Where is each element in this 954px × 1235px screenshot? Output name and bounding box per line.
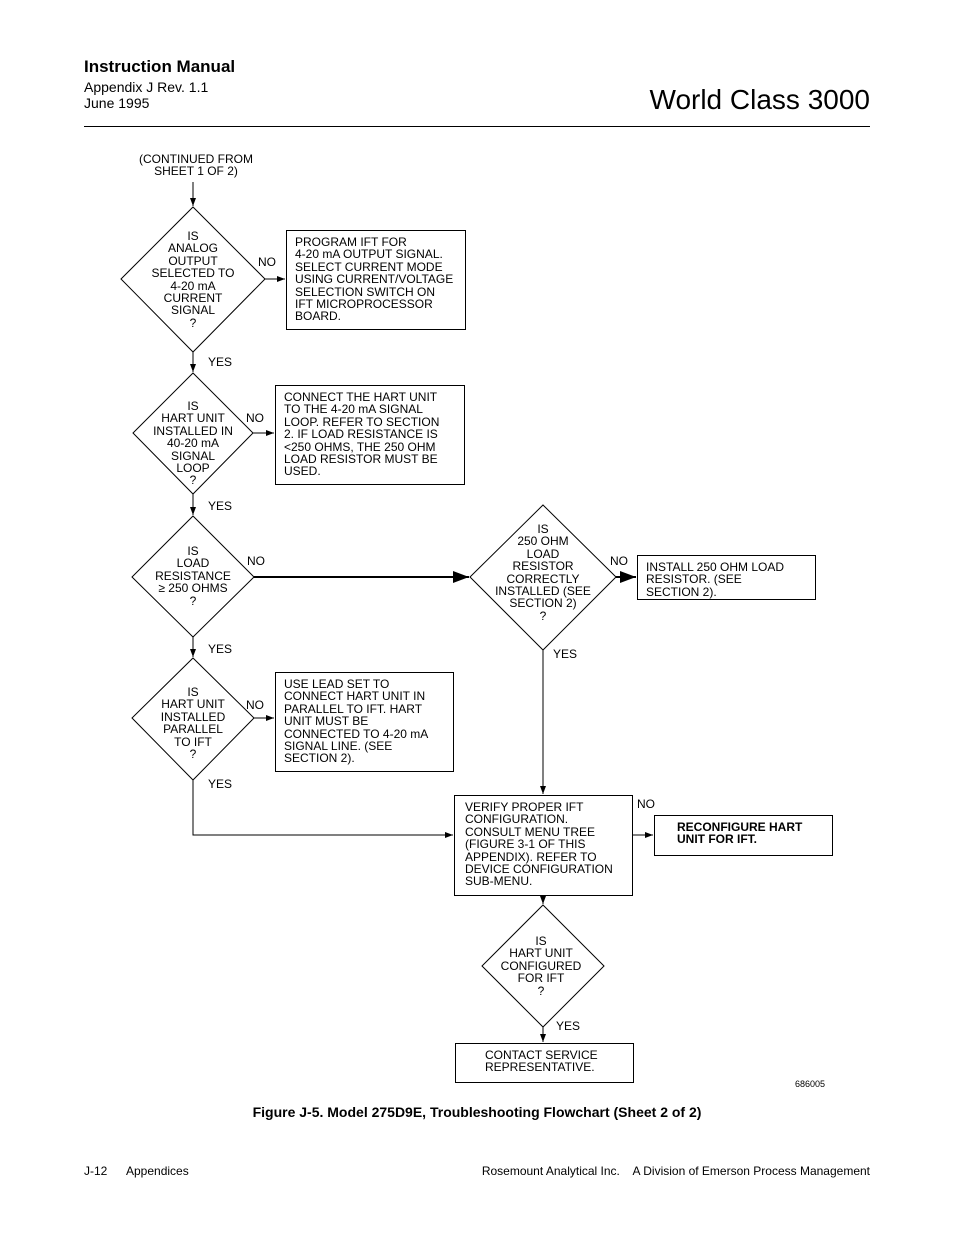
product-title: World Class 3000 [649, 84, 870, 115]
date: June 1995 [84, 95, 150, 111]
yes-label: YES [208, 777, 233, 791]
footer-page: J-12 [84, 1164, 108, 1178]
no-label: NO [258, 255, 276, 269]
continued-note: (CONTINUED FROM SHEET 1 OF 2) [139, 152, 253, 179]
yes-label: YES [553, 647, 578, 661]
action-box-lead-set: USE LEAD SET TO CONNECT HART UNIT IN PAR… [275, 672, 454, 772]
no-label: NO [246, 411, 264, 425]
manual-title: Instruction Manual [84, 57, 236, 76]
action-box-program-ift: PROGRAM IFT FOR 4-20 mA OUTPUT SIGNAL. S… [286, 230, 466, 330]
action-box-reconfigure: RECONFIGURE HART UNIT FOR IFT. [654, 815, 833, 856]
yes-label: YES [556, 1019, 581, 1033]
decision-text: IS LOAD RESISTANCE ≥ 250 OHMS ? [155, 544, 231, 608]
decision-text: IS HART UNIT INSTALLED PARALLEL TO IFT ? [160, 685, 226, 762]
no-label: NO [246, 698, 264, 712]
no-label: NO [610, 554, 628, 568]
action-box-connect-hart: CONNECT THE HART UNIT TO THE 4-20 mA SIG… [275, 385, 465, 485]
figure-id: 686005 [795, 1079, 826, 1089]
yes-label: YES [208, 499, 233, 513]
decision-text: IS HART UNIT CONFIGURED FOR IFT ? [500, 934, 582, 998]
no-label: NO [247, 554, 265, 568]
action-box-contact-service: CONTACT SERVICE REPRESENTATIVE. [455, 1043, 634, 1083]
decision-text: IS 250 OHM LOAD RESISTOR CORRECTLY INSTA… [495, 522, 591, 623]
figure-caption: Figure J-5. Model 275D9E, Troubleshootin… [252, 1104, 702, 1120]
appendix-rev: Appendix J Rev. 1.1 [84, 79, 209, 95]
no-label: NO [637, 797, 655, 811]
header-rule [84, 126, 870, 127]
footer-company: Rosemount Analytical Inc. A Division of … [481, 1164, 870, 1178]
yes-label: YES [208, 355, 233, 369]
action-box-verify-config: VERIFY PROPER IFT CONFIGURATION. CONSULT… [454, 795, 633, 896]
action-box-install-resistor: INSTALL 250 OHM LOAD RESISTOR. (SEE SECT… [637, 555, 816, 600]
decision-text: IS ANALOG OUTPUT SELECTED TO 4-20 mA CUR… [151, 229, 235, 330]
footer-section: Appendices [126, 1164, 189, 1178]
yes-label: YES [208, 642, 233, 656]
decision-text: IS HART UNIT INSTALLED IN 40-20 mA SIGNA… [153, 399, 233, 488]
